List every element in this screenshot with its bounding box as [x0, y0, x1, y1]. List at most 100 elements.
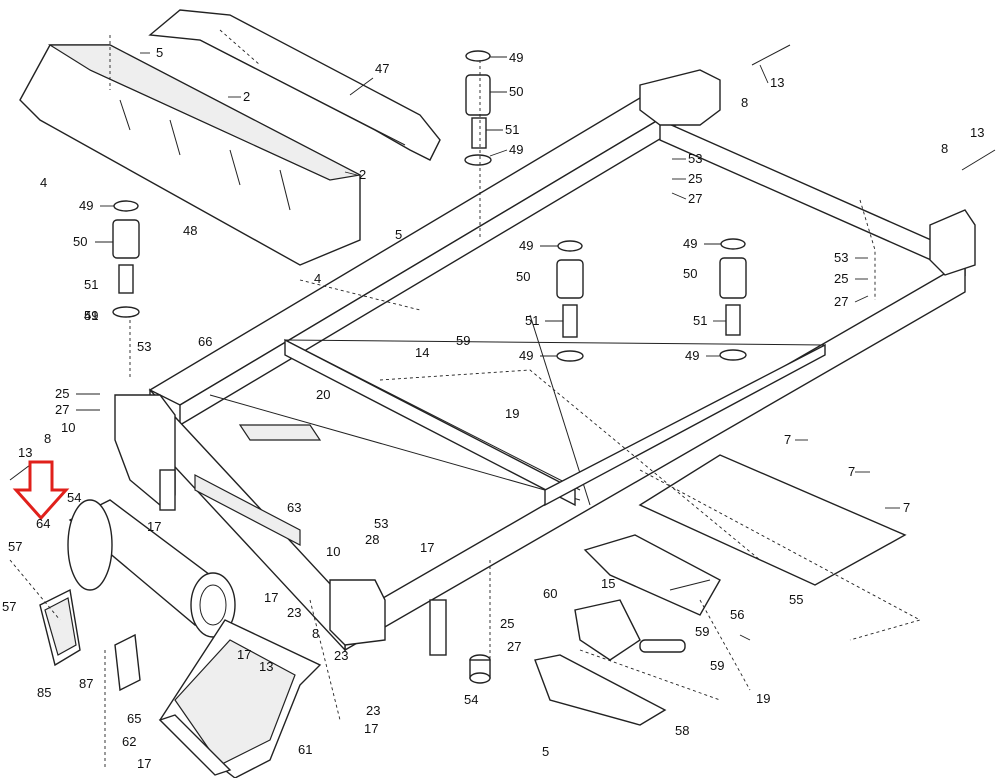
callout-label: 59 — [710, 658, 724, 673]
isolator-stacks — [112, 50, 747, 362]
callout-label: 53 — [374, 516, 388, 531]
callout-label: 4 — [314, 271, 321, 286]
callout-label: 61 — [298, 742, 312, 757]
callout-label: 49 — [509, 50, 523, 65]
callout-label: 2 — [359, 167, 366, 182]
callout-label: 50 — [683, 266, 697, 281]
callout-label: 64 — [36, 516, 50, 531]
callout-label: 25 — [834, 271, 848, 286]
highlight-arrow-icon — [12, 460, 70, 521]
bracket-part-60 — [574, 599, 686, 661]
callout-label: 51 — [693, 313, 707, 328]
callout-label: 25 — [55, 386, 69, 401]
callout-label: 8 — [741, 95, 748, 110]
hood-top-part-47 — [148, 9, 441, 161]
callout-label: 62 — [122, 734, 136, 749]
callout-label: 54 — [464, 692, 478, 707]
callout-label: 27 — [55, 402, 69, 417]
callout-label: 17 — [264, 590, 278, 605]
callout-label: 25 — [688, 171, 702, 186]
callout-label: 19 — [505, 406, 519, 421]
callout-label: 4 — [40, 175, 47, 190]
callout-label: 51 — [505, 122, 519, 137]
callout-label: 2 — [243, 89, 250, 104]
callout-label: 8 — [44, 431, 51, 446]
callout-label: 49 — [509, 142, 523, 157]
callout-label: 10 — [326, 544, 340, 559]
bolts-13 — [9, 44, 996, 481]
callout-label: 50 — [509, 84, 523, 99]
motor-hood-part-48 — [19, 44, 362, 266]
callout-label: 13 — [18, 445, 32, 460]
callout-label: 47 — [375, 61, 389, 76]
callout-label: 49 — [519, 348, 533, 363]
foot-part-54 — [469, 654, 491, 684]
callout-label: 20 — [316, 387, 330, 402]
callout-label: 23 — [287, 605, 301, 620]
callout-label: 48 — [183, 223, 197, 238]
callout-label: 17 — [420, 540, 434, 555]
callout-label: 49 — [79, 198, 93, 213]
leader-lines — [76, 52, 900, 641]
callout-label: 5 — [395, 227, 402, 242]
callout-label: 27 — [688, 191, 702, 206]
callout-label: 17 — [137, 756, 151, 771]
callout-label: 59 — [456, 333, 470, 348]
callout-label: 13 — [970, 125, 984, 140]
board-part-87 — [114, 633, 141, 692]
callout-label: 50 — [516, 269, 530, 284]
controller-board-part-61 — [158, 619, 322, 778]
callout-label: 23 — [334, 648, 348, 663]
callout-label: 17 — [364, 721, 378, 736]
callout-label: 8 — [312, 626, 319, 641]
callout-label: 14 — [415, 345, 429, 360]
callout-label: 85 — [37, 685, 51, 700]
callout-label: 58 — [675, 723, 689, 738]
callout-label: 5 — [156, 45, 163, 60]
callout-label: 49 — [683, 236, 697, 251]
callout-label: 13 — [770, 75, 784, 90]
callout-label: 87 — [79, 676, 93, 691]
callout-label: 55 — [789, 592, 803, 607]
callout-label: 7 — [848, 464, 855, 479]
callout-label: 51 — [525, 313, 539, 328]
callout-label: 49 — [685, 348, 699, 363]
callout-label: 13 — [259, 659, 273, 674]
callout-label: 10 — [61, 420, 75, 435]
callout-label: 28 — [365, 532, 379, 547]
callout-label: 54 — [67, 490, 81, 505]
callout-label: 27 — [834, 294, 848, 309]
plate-part-55 — [638, 454, 907, 586]
callout-label: 63 — [287, 500, 301, 515]
callout-label: 23 — [366, 703, 380, 718]
callout-label: 53 — [834, 250, 848, 265]
callout-label: 19 — [756, 691, 770, 706]
callout-label: 50 — [73, 234, 87, 249]
cover-part-56 — [583, 534, 721, 616]
callout-label: 65 — [127, 711, 141, 726]
callout-label: 17 — [147, 519, 161, 534]
callout-label: 15 — [601, 576, 615, 591]
callout-label: 53 — [137, 339, 151, 354]
callout-label: 51 — [84, 308, 98, 323]
reference-dashed-lines — [9, 29, 922, 770]
callout-label: 56 — [730, 607, 744, 622]
main-frame — [114, 69, 976, 656]
callout-labels: 5 47 2 49 50 13 8 2 51 49 13 4 53 8 25 2… — [2, 45, 984, 771]
cover-part-58 — [534, 654, 667, 726]
board-part-85 — [39, 588, 81, 667]
callout-label: 7 — [903, 500, 910, 515]
callout-label: 7 — [784, 432, 791, 447]
callout-label: 27 — [507, 639, 521, 654]
callout-label: 59 — [695, 624, 709, 639]
callout-label: 57 — [8, 539, 22, 554]
callout-label: 17 — [237, 647, 251, 662]
callout-label: 51 — [84, 277, 98, 292]
callout-label: 66 — [198, 334, 212, 349]
callout-label: 5 — [542, 744, 549, 759]
callout-label: 49 — [519, 238, 533, 253]
callout-label: 53 — [688, 151, 702, 166]
callout-label: 25 — [500, 616, 514, 631]
callout-label: 60 — [543, 586, 557, 601]
